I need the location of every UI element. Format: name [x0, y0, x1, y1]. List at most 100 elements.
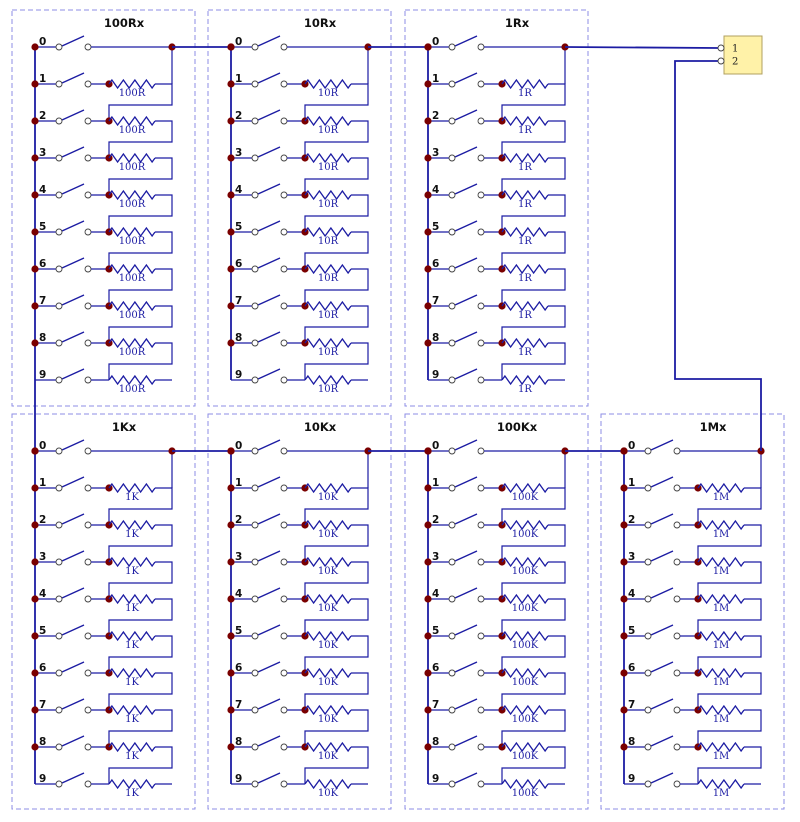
resistor: [697, 482, 745, 494]
junction-node: [227, 228, 235, 236]
switch-terminal-in: [448, 669, 456, 677]
position-label: 9: [235, 773, 242, 785]
resistor-value: 1R: [518, 236, 532, 247]
junction-node: [424, 706, 432, 714]
switch-blade: [257, 698, 281, 710]
chain-link: [304, 709, 369, 747]
position-label: 9: [39, 369, 46, 381]
switch-terminal-in: [251, 595, 259, 603]
switch-terminal-out: [280, 43, 288, 51]
switch-blade: [257, 183, 281, 195]
switch-blade: [61, 109, 85, 121]
switch-terminal-in: [448, 484, 456, 492]
chain-link: [304, 268, 369, 306]
chain-link: [108, 342, 173, 380]
chain-link: [304, 83, 369, 121]
switch-row-6: 61R: [424, 257, 566, 306]
chain-link: [108, 231, 173, 269]
chain-link: [304, 120, 369, 158]
junction-node: [424, 265, 432, 273]
switch-terminal-out: [280, 339, 288, 347]
switch-row-7: 71K: [31, 698, 173, 747]
switch-blade: [650, 439, 674, 451]
chain-link: [304, 305, 369, 343]
chain-link: [697, 598, 762, 636]
switch-terminal-out: [280, 706, 288, 714]
resistor-value: 1K: [125, 714, 139, 725]
position-label: 3: [39, 551, 46, 563]
switch-terminal-in: [251, 80, 259, 88]
resistor-value: 1R: [518, 88, 532, 99]
switch-blade: [257, 513, 281, 525]
resistor: [697, 630, 745, 642]
switch-terminal-out: [280, 191, 288, 199]
resistor: [501, 630, 549, 642]
position-label: 0: [235, 440, 242, 452]
junction-node: [31, 632, 39, 640]
switch-terminal-out: [477, 265, 485, 273]
junction-node: [31, 558, 39, 566]
switch-terminal-out: [477, 43, 485, 51]
junction-node: [31, 339, 39, 347]
switch-blade: [650, 735, 674, 747]
junction-node: [620, 447, 628, 455]
switch-blade: [454, 587, 478, 599]
resistor-value: 10R: [318, 199, 339, 210]
switch-terminal-in: [644, 595, 652, 603]
switch-terminal-out: [84, 780, 92, 788]
connector-pin-2: [717, 57, 725, 65]
switch-row-5: 51M: [620, 624, 762, 673]
switch-blade: [650, 698, 674, 710]
switch-terminal-out: [673, 706, 681, 714]
switch-terminal-out: [280, 743, 288, 751]
switch-terminal-in: [55, 117, 63, 125]
switch-terminal-out: [84, 302, 92, 310]
resistor: [697, 741, 745, 753]
resistor: [108, 741, 156, 753]
switch-blade: [257, 257, 281, 269]
position-label: 9: [628, 773, 635, 785]
chain-link: [501, 305, 566, 343]
junction-node: [424, 117, 432, 125]
resistor: [304, 556, 352, 568]
resistor-value: 1R: [518, 199, 532, 210]
junction-node: [227, 743, 235, 751]
switch-terminal-in: [55, 558, 63, 566]
decade-block-100rx: 100Rx01100R2100R3100R4100R5100R6100R7100…: [11, 9, 196, 407]
chain-link: [697, 487, 762, 525]
switch-blade: [61, 35, 85, 47]
chain-link: [304, 561, 369, 599]
chain-link: [108, 635, 173, 673]
switch-terminal-in: [251, 521, 259, 529]
switch-terminal-out: [477, 558, 485, 566]
switch-blade: [650, 772, 674, 784]
resistor-value: 1K: [125, 677, 139, 688]
chain-link: [697, 709, 762, 747]
resistor-value: 100R: [119, 310, 146, 321]
junction-node: [227, 154, 235, 162]
switch-terminal-out: [477, 154, 485, 162]
chain-link: [304, 672, 369, 710]
switch-blade: [257, 220, 281, 232]
junction-node: [227, 706, 235, 714]
switch-row-4: 41K: [31, 587, 173, 636]
chain-link: [501, 120, 566, 158]
position-label: 7: [235, 295, 242, 307]
switch-terminal-in: [448, 743, 456, 751]
position-label: 1: [628, 477, 635, 489]
switch-blade: [61, 772, 85, 784]
switch-terminal-in: [55, 780, 63, 788]
chain-link: [501, 194, 566, 232]
chain-link: [108, 524, 173, 562]
junction-node: [620, 632, 628, 640]
switch-blade: [61, 294, 85, 306]
resistor-value: 100R: [119, 162, 146, 173]
position-label: 4: [628, 588, 635, 600]
junction-node: [31, 706, 39, 714]
